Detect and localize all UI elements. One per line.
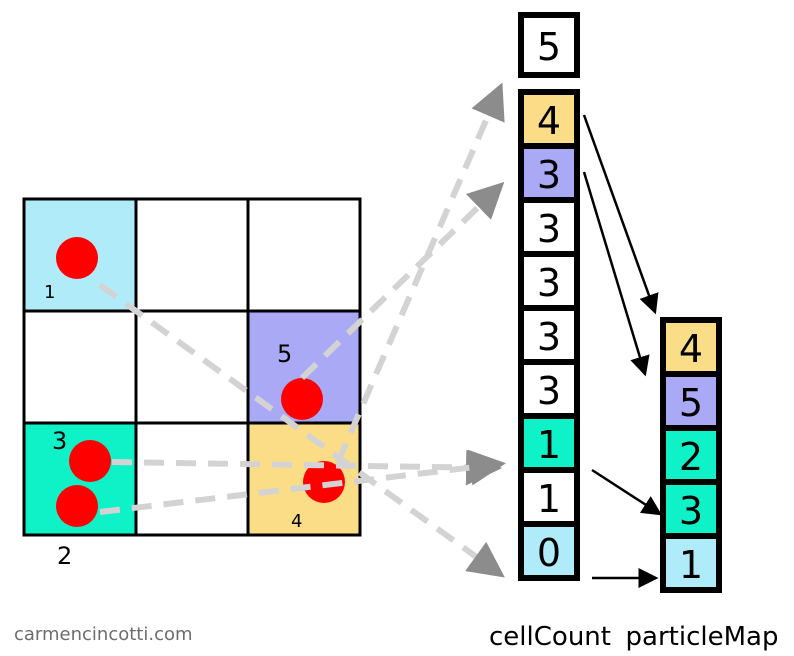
particle-label-3: 3	[52, 427, 67, 455]
particle-label-4: 4	[291, 511, 302, 532]
particle-map-cell-3	[660, 479, 722, 539]
particle-label-2: 2	[57, 542, 72, 570]
grid-cell-4	[134, 309, 250, 425]
cell-count-value-8: 0	[537, 531, 561, 575]
cell-count-top-cell	[518, 12, 580, 78]
solid-arrow-4-to-map	[582, 114, 659, 315]
particle-map-cell-4	[660, 533, 722, 593]
particles	[56, 237, 345, 527]
particle-map-value-0: 4	[679, 327, 703, 371]
solid-arrow-3-to-map	[582, 171, 650, 377]
particle-map-value-3: 3	[679, 489, 703, 533]
cell-count-cell-0	[518, 89, 580, 149]
grid-cell-2	[246, 197, 362, 313]
particle-map-value-1: 5	[679, 381, 703, 425]
cell-count-value-4: 3	[537, 315, 561, 359]
dashed-arrow-particle-1	[98, 282, 505, 578]
cell-count-value-1: 3	[537, 153, 561, 197]
dashed-arrow-particle-3	[111, 449, 502, 486]
particle-map-cell-0	[660, 317, 722, 377]
dashed-arrow-particle-2	[99, 449, 506, 515]
cell-count-value-6: 1	[537, 423, 561, 467]
site-credit: carmencincotti.com	[14, 624, 193, 645]
particle-4	[303, 461, 345, 503]
cell-count-value-3: 3	[537, 261, 561, 305]
solid-arrows	[582, 114, 663, 588]
solid-arrow-1-to-map	[591, 468, 663, 516]
dashed-arrows	[98, 82, 506, 578]
cell-count-value-0: 4	[537, 99, 561, 143]
particle-5	[281, 378, 323, 420]
cell-count-cell-8	[518, 521, 580, 581]
cell-count-value-2: 3	[537, 207, 561, 251]
cell-count-label: cellCount	[489, 622, 611, 652]
particle-map-value-2: 2	[679, 435, 703, 479]
cell-count-top-value: 5	[537, 25, 561, 69]
particle-2	[56, 485, 98, 527]
cell-count-value-7: 1	[537, 477, 561, 521]
particle-map-label: particleMap	[626, 622, 779, 652]
cell-count-column: 5 4 3 3 3 3 3 1 1 0 cellCount	[489, 12, 611, 652]
grid-cell-3	[22, 309, 138, 425]
cell-count-value-5: 3	[537, 369, 561, 413]
particle-1	[56, 237, 98, 279]
grid-cell-7	[134, 421, 250, 537]
dashed-arrow-particle-5	[299, 181, 505, 381]
particle-label-1: 1	[44, 282, 55, 303]
particle-map-column: 4 5 2 3 1 particleMap	[626, 317, 779, 652]
cell-count-cell-3	[518, 251, 580, 311]
particle-map-cell-1	[660, 371, 722, 431]
particle-3	[69, 440, 111, 482]
particle-labels: 1 5 3 4 2	[44, 282, 302, 570]
grid-cell-1	[134, 197, 250, 313]
grid	[22, 197, 362, 537]
dashed-arrow-particle-4	[335, 82, 505, 464]
particle-map-value-4: 1	[679, 543, 703, 587]
particle-label-5: 5	[277, 340, 292, 368]
